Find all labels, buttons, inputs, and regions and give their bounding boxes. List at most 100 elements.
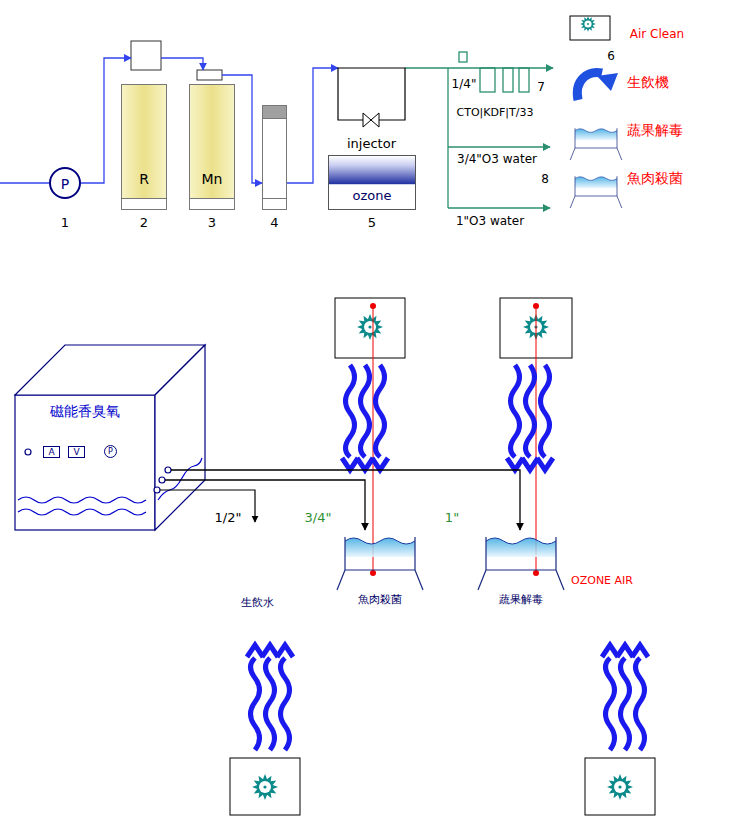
air-clean-icon — [252, 774, 278, 800]
illustration-part — [18, 497, 146, 503]
pipe-label: 1"O3 water — [456, 215, 524, 229]
illustration-part — [251, 658, 260, 750]
illustration-part — [448, 207, 550, 208]
illustration-part — [159, 477, 165, 483]
injector-loop — [338, 68, 405, 130]
basin-symbol — [478, 537, 564, 590]
flow-connector — [171, 470, 520, 530]
air-clean-box — [585, 758, 655, 815]
basin-icon — [570, 128, 622, 160]
illustration-part — [154, 487, 160, 493]
pipe-size: 1/4" — [452, 78, 477, 92]
illustration-part — [503, 68, 513, 92]
illustration-part — [277, 645, 293, 657]
valve-symbol — [363, 113, 379, 127]
valve-head — [197, 70, 222, 80]
illustration-part — [165, 467, 171, 473]
illustration-part — [606, 658, 615, 750]
callout-number: 2 — [140, 216, 148, 231]
illustration-part — [537, 458, 553, 470]
basin-node: 蔬果解毒 — [478, 530, 564, 612]
caption-label: 蔬果解毒 — [627, 122, 683, 138]
air-flow-arrows — [247, 365, 648, 750]
ozone-generator: ozone5 — [328, 155, 416, 210]
filter-label: CTO|KDF|T/33 — [457, 107, 534, 120]
basin-icon — [570, 176, 622, 208]
meter-box: V — [68, 446, 85, 458]
air-clean-box — [335, 298, 405, 358]
knob-circle: P — [104, 445, 117, 458]
basin-outline — [337, 530, 423, 592]
callout-number: 8 — [541, 173, 549, 187]
air-clean-box — [570, 16, 610, 40]
pipe-size: 1" — [445, 511, 459, 526]
callout-number: 7 — [537, 81, 545, 95]
ozone-machine-front: 磁能香臭氧 A V P — [15, 395, 155, 530]
air-clean-icon — [357, 314, 383, 340]
illustration-part — [18, 509, 146, 515]
caption-label: Air Clean — [630, 28, 684, 42]
illustration-part — [533, 570, 539, 576]
illustration-part — [25, 449, 31, 455]
flow-connector — [161, 58, 203, 70]
illustration-part — [541, 365, 550, 457]
air-clean-box — [230, 758, 300, 815]
machine-title: 磁能香臭氧 — [50, 403, 120, 419]
callout-number: 1 — [61, 216, 69, 231]
pipe-size: 1/2" — [215, 511, 242, 526]
illustration-part — [372, 458, 388, 470]
outlet-pipes — [405, 52, 553, 208]
pump-circle: P1 — [49, 167, 81, 199]
illustration-part — [632, 645, 648, 657]
meter-box: A — [43, 446, 60, 458]
ozone-label: ozone — [353, 189, 392, 204]
meter-label: A — [48, 447, 54, 457]
pipe-label: 3/4"O3 water — [457, 153, 537, 167]
filter-tank: R2 — [121, 84, 167, 210]
illustration-part — [511, 365, 520, 457]
illustration-part — [361, 365, 370, 457]
illustration-part — [370, 570, 376, 576]
illustration-part — [526, 365, 535, 457]
basin-outline — [478, 530, 564, 592]
caption-label: 魚肉殺菌 — [627, 170, 683, 186]
injector-node: injector — [338, 68, 405, 154]
illustration-part — [519, 68, 529, 92]
valve-head — [131, 41, 161, 70]
flow-connector — [165, 480, 365, 530]
illustration-part — [636, 658, 645, 750]
illustration-part — [480, 68, 495, 92]
illustration-part — [370, 303, 376, 309]
ozone-machine — [15, 345, 205, 530]
callout-number: 3 — [208, 216, 216, 231]
curved-arrow-head — [597, 73, 618, 91]
injector-label: injector — [347, 137, 396, 152]
pipe-size: 3/4" — [305, 511, 332, 526]
tank-label: R — [139, 171, 149, 187]
basin-node: 魚肉殺菌 — [337, 530, 423, 612]
illustration-part — [15, 395, 155, 530]
callout-number: 5 — [368, 216, 376, 231]
pump-label: P — [61, 176, 69, 192]
outlet-label: 生飲水 — [241, 597, 274, 610]
filter-tank: Mn3 — [189, 84, 235, 210]
air-clean-icon — [580, 16, 596, 32]
note-label: OZONE AIR — [571, 575, 633, 588]
callout-number: 6 — [607, 50, 615, 64]
meter-label: V — [73, 447, 79, 457]
illustration-part — [281, 658, 290, 750]
illustration-part — [373, 306, 374, 573]
ozone-air-line — [370, 303, 539, 576]
illustration-part — [536, 306, 537, 573]
filter-tank: 4 — [262, 105, 287, 210]
knob-label: P — [108, 446, 113, 457]
caption-label: 生飲機 — [627, 74, 669, 90]
illustration-part — [376, 365, 385, 457]
inlet-pipe — [0, 182, 49, 183]
illustration-part — [459, 52, 467, 62]
illustration-part — [448, 146, 550, 147]
illustration-part — [158, 458, 202, 500]
basin-label: 蔬果解毒 — [499, 594, 543, 607]
